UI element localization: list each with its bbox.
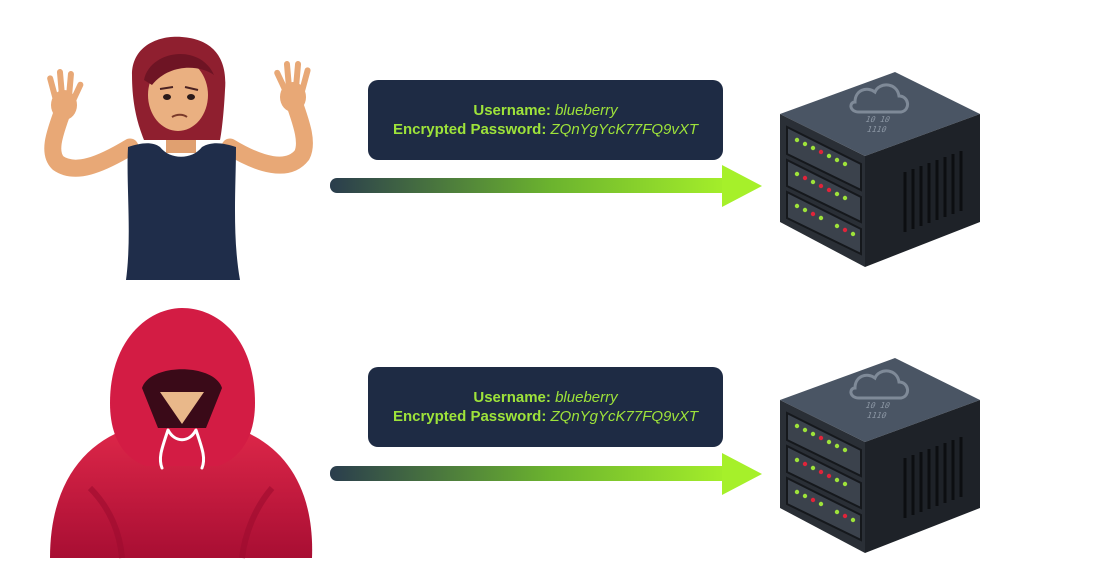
password-value: ZQnYgYcK77FQ9vXT [550,408,699,425]
password-value: ZQnYgYcK77FQ9vXT [550,121,699,138]
username-line: Username: blueberry [473,101,617,120]
svg-text:1110: 1110 [865,410,888,420]
username-value: blueberry [555,389,618,406]
request-arrow-attacker [330,453,762,495]
password-label: Encrypted Password: [392,121,547,138]
username-value: blueberry [555,102,618,119]
credentials-box-user: Username: blueberry Encrypted Password: … [368,80,723,160]
binary-text: 10 10 [864,400,892,410]
username-label: Username: [473,389,551,406]
svg-text:1110: 1110 [865,124,888,134]
password-label: Encrypted Password: [392,408,547,425]
password-line: Encrypted Password: ZQnYgYcK77FQ9vXT [393,120,698,139]
username-line: Username: blueberry [473,388,617,407]
hooded-attacker-figure [50,308,313,559]
request-arrow-user [330,165,762,207]
username-label: Username: [473,102,551,119]
server-icon-2: 10 10 1110 [780,358,980,553]
credentials-box-attacker: Username: blueberry Encrypted Password: … [368,367,723,447]
password-line: Encrypted Password: ZQnYgYcK77FQ9vXT [393,407,698,426]
binary-text: 10 10 [864,114,892,124]
server-icon-1: 10 10 1110 [780,72,980,267]
woman-user-figure [44,36,313,280]
